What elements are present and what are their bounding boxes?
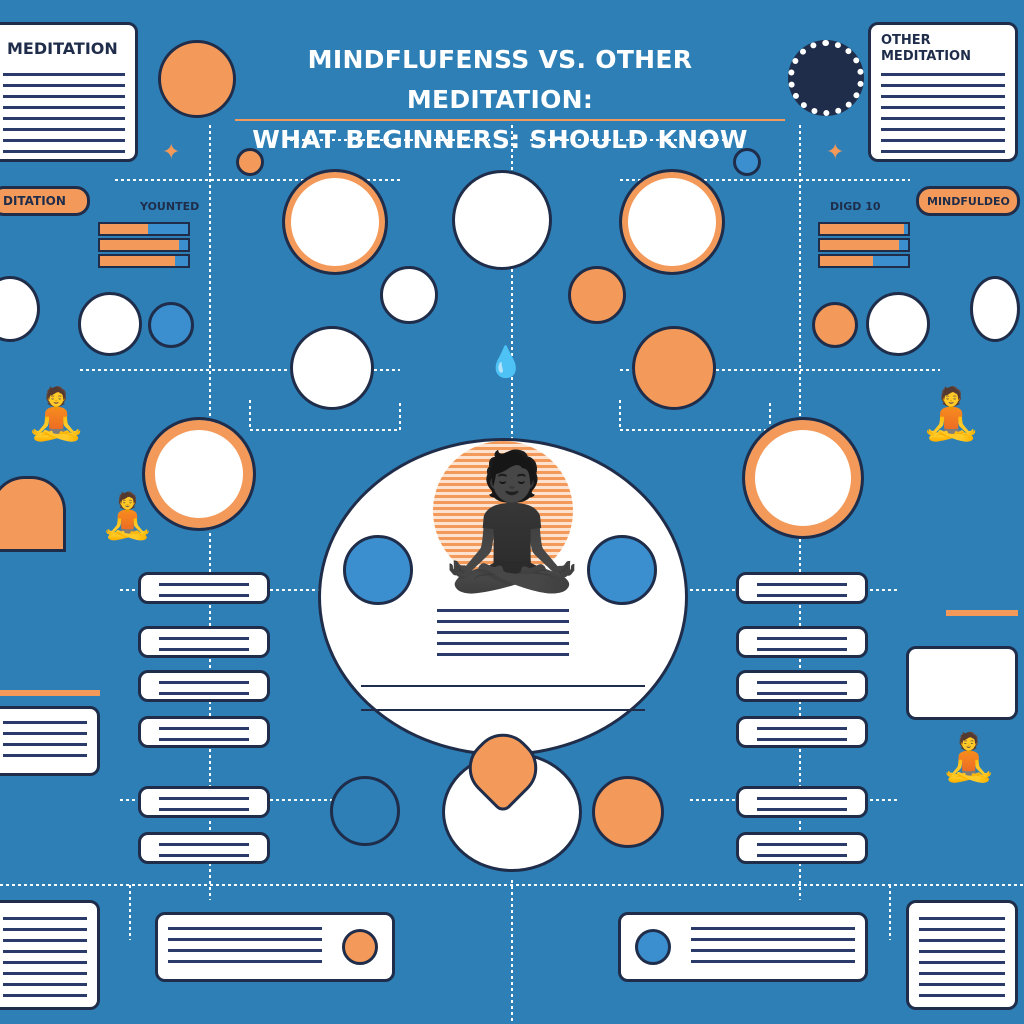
mandala-icon (788, 40, 864, 116)
list-row (138, 832, 270, 864)
list-row (138, 670, 270, 702)
target-icon (733, 148, 761, 176)
progress-bar (98, 238, 190, 252)
list-row (138, 572, 270, 604)
info-bubble (78, 292, 142, 356)
spiral-icon (632, 326, 716, 410)
list-row (138, 786, 270, 818)
page-title: MINDFLUFENSS VS. OTHER MEDITATION: WHAT … (240, 40, 760, 160)
target-icon (148, 302, 194, 348)
sparkle-icon: ✦ (826, 140, 845, 165)
meditating-person-icon: 🧘 (100, 491, 155, 542)
right-bars-label: DIGD 10 (830, 200, 881, 213)
list-row (736, 670, 868, 702)
info-bubble (866, 292, 930, 356)
central-meditation-panel: 🧘 (318, 438, 688, 756)
meditation-card: MEDITATION (0, 22, 138, 162)
meditating-person-icon: 🧘 (940, 730, 998, 784)
flame-icon: 💧 (487, 345, 525, 380)
meditating-person-icon: 🧘 (431, 445, 593, 597)
bottom-card-center-left (155, 912, 395, 982)
meditating-person-icon: 🧘 (920, 385, 983, 443)
dotted-mandala-icon (282, 169, 388, 275)
meditation-card-heading: MEDITATION (7, 39, 118, 58)
progress-bar (98, 254, 190, 268)
list-row (138, 626, 270, 658)
list-row (736, 832, 868, 864)
bottom-card-center-right (618, 912, 868, 982)
lotus-icon (330, 776, 400, 846)
list-row (736, 716, 868, 748)
water-drop-icon (970, 276, 1020, 342)
progress-bar (818, 238, 910, 252)
lotus-icon (619, 169, 725, 275)
right-category-pill: MINDFULDEO (916, 186, 1020, 216)
title-line-2: WHAT BEGINNERS: SHOULD KNOW (252, 125, 748, 154)
sparkle-icon: ✦ (162, 140, 181, 165)
progress-bar (98, 222, 190, 236)
target-icon (236, 148, 264, 176)
title-line-1: MINDFLUFENSS VS. OTHER MEDITATION: (307, 45, 693, 114)
list-row (736, 626, 868, 658)
list-row (138, 716, 270, 748)
bottom-card-right (906, 900, 1018, 1010)
other-meditation-card-heading: OTHER MEDITATION (881, 33, 971, 64)
sun-icon (290, 326, 374, 410)
chart-icon (0, 476, 66, 552)
info-card (906, 646, 1018, 720)
mandala-icon (587, 535, 657, 605)
central-text-lines (437, 609, 569, 657)
mandala-icon (592, 776, 664, 848)
bottom-card-left (0, 900, 100, 1010)
sun-backdrop (433, 441, 573, 581)
left-category-pill: DITATION (0, 186, 90, 216)
face-icon (158, 40, 236, 118)
bar-chart-icon (0, 620, 100, 696)
ring-icon (568, 266, 626, 324)
info-card (0, 706, 100, 776)
list-row (736, 786, 868, 818)
progress-bar (818, 222, 910, 236)
text-bubble (742, 417, 864, 539)
bar-chart-icon (946, 560, 1018, 616)
text-bubble (142, 417, 256, 531)
ring-icon (380, 266, 438, 324)
left-bars-label: YOUNTED (140, 200, 200, 213)
list-row (736, 572, 868, 604)
flower-icon (343, 535, 413, 605)
progress-bar (818, 254, 910, 268)
mandala-icon (452, 170, 552, 270)
meditating-person-icon: 🧘 (25, 385, 88, 443)
other-meditation-card: OTHER MEDITATION (868, 22, 1018, 162)
target-icon (812, 302, 858, 348)
